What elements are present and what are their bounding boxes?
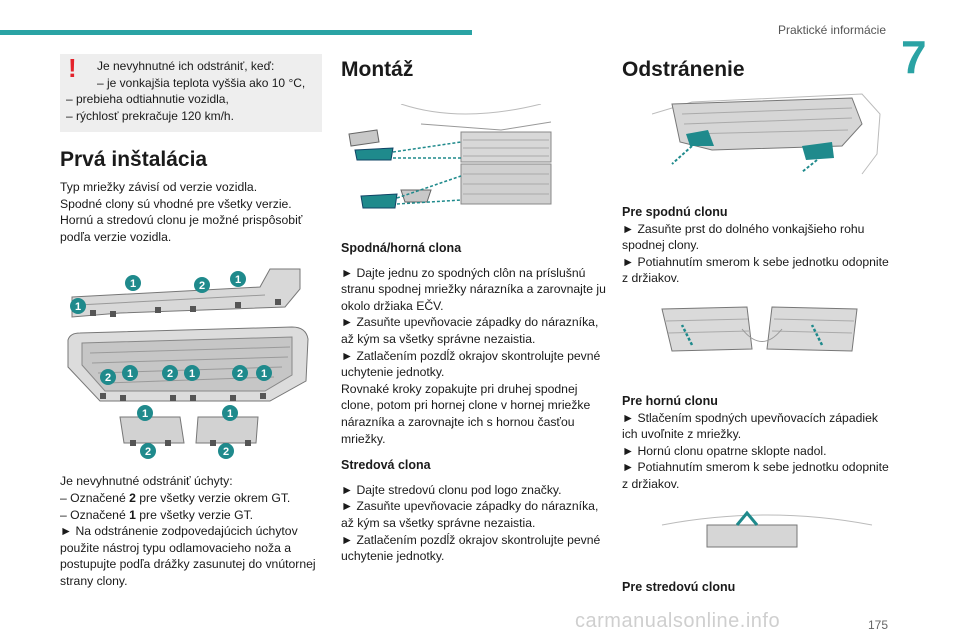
callout-label: 1 — [261, 368, 267, 380]
callout-label: 2 — [145, 446, 151, 458]
callout-label: 2 — [167, 368, 173, 380]
subheading: Pre spodnú clonu — [622, 205, 728, 219]
paragraph: ► Hornú clonu opatrne sklopte nadol. — [622, 443, 827, 458]
paragraph: ► Dajte stredovú clonu pod logo značky. — [341, 482, 562, 497]
callout-label: 1 — [130, 278, 136, 290]
column-3: Odstránenie Pre spodnú clonu ► Zasuňte p… — [622, 54, 892, 595]
warning-line: – rýchlosť prekračuje 120 km/h. — [66, 108, 234, 123]
paragraph: Je nevyhnutné odstrániť úchyty: — [60, 474, 233, 489]
paragraph: ► Zasuňte prst do dolného vonkajšieho ro… — [622, 221, 865, 253]
warning-line: – prebieha odtiahnutie vozidla, — [66, 92, 229, 106]
page-number: 175 — [867, 618, 888, 632]
installation-diagram — [341, 104, 607, 214]
warning-icon: ! — [68, 53, 77, 83]
paragraph: ► Potiahnutím smerom k sebe jednotku odo… — [622, 460, 889, 491]
blind-clips-diagram: 1 1 2 1 2 1 2 1 2 1 1 1 2 2 — [60, 255, 322, 466]
section-title: Praktické informácie — [777, 23, 886, 37]
heading-removal: Odstránenie — [622, 58, 745, 81]
callout-label: 1 — [227, 408, 233, 420]
paragraph: ► Zatlačením pozdĺž okrajov skontrolujte… — [341, 348, 601, 380]
paragraph: ► Potiahnutím smerom k sebe jednotku odo… — [622, 254, 889, 286]
paragraph: Rovnaké kroky zopakujte pri druhej spodn… — [341, 381, 591, 446]
paragraph: ► Na odstránenie zodpovedajúcich úchytov… — [60, 524, 316, 588]
callout-label: 1 — [142, 408, 148, 420]
callout-label: 1 — [235, 274, 241, 286]
heading-installation: Montáž — [341, 58, 414, 81]
subheading: Spodná/horná clona — [341, 241, 462, 255]
paragraph: Spodné clony sú vhodné pre všetky verzie… — [60, 196, 292, 211]
paragraph: Hornú a stredovú clonu je možné prispôso… — [60, 213, 303, 244]
callout-label: 1 — [127, 368, 133, 380]
watermark: carmanualsonline.info — [575, 610, 781, 632]
paragraph: ► Zatlačením pozdĺž okrajov skontrolujte… — [341, 532, 601, 564]
subheading: Pre stredovú clonu — [622, 579, 736, 594]
column-2: Montáž Spodná/horná clona ► Dajte jednu … — [341, 54, 607, 565]
callout-label: 2 — [237, 368, 243, 380]
callout-label: 2 — [223, 446, 229, 458]
subheading: Pre hornú clonu — [622, 393, 718, 408]
warning-box: ! Je nevyhnutné ich odstrániť, keď: – je… — [60, 54, 322, 132]
paragraph: ► Stlačením spodných upevňovacích západi… — [622, 410, 878, 442]
column-1: ! Je nevyhnutné ich odstrániť, keď: – je… — [60, 54, 322, 590]
lower-blind-removal-diagram — [652, 84, 882, 176]
warning-line: Je nevyhnutné ich odstrániť, keď: — [97, 59, 275, 73]
paragraph: – Označené 1 pre všetky verzie GT. — [60, 507, 254, 522]
subheading: Stredová clona — [341, 458, 431, 473]
callout-label: 2 — [199, 280, 205, 292]
heading-first-install: Prvá inštalácia — [60, 148, 208, 171]
paragraph: – Označené 2 pre všetky verzie okrem GT. — [60, 490, 291, 505]
paragraph: Typ mriežky závisí od verzie vozidla. — [60, 180, 258, 194]
warning-line: – je vonkajšia teplota vyššia ako 10 °C, — [97, 75, 306, 90]
header-accent-bar — [0, 30, 472, 35]
paragraph: ► Zasuňte upevňovacie západky do nárazní… — [341, 499, 599, 530]
callout-label: 1 — [189, 368, 195, 380]
paragraph: ► Dajte jednu zo spodných clôn na príslu… — [341, 265, 606, 313]
chapter-number: 7 — [901, 31, 927, 83]
center-blind-removal-diagram — [652, 504, 882, 565]
callout-label: 2 — [105, 372, 111, 384]
upper-blind-removal-diagram — [652, 298, 882, 379]
paragraph: ► Zasuňte upevňovacie západky do nárazní… — [341, 315, 599, 346]
callout-label: 1 — [75, 301, 81, 313]
